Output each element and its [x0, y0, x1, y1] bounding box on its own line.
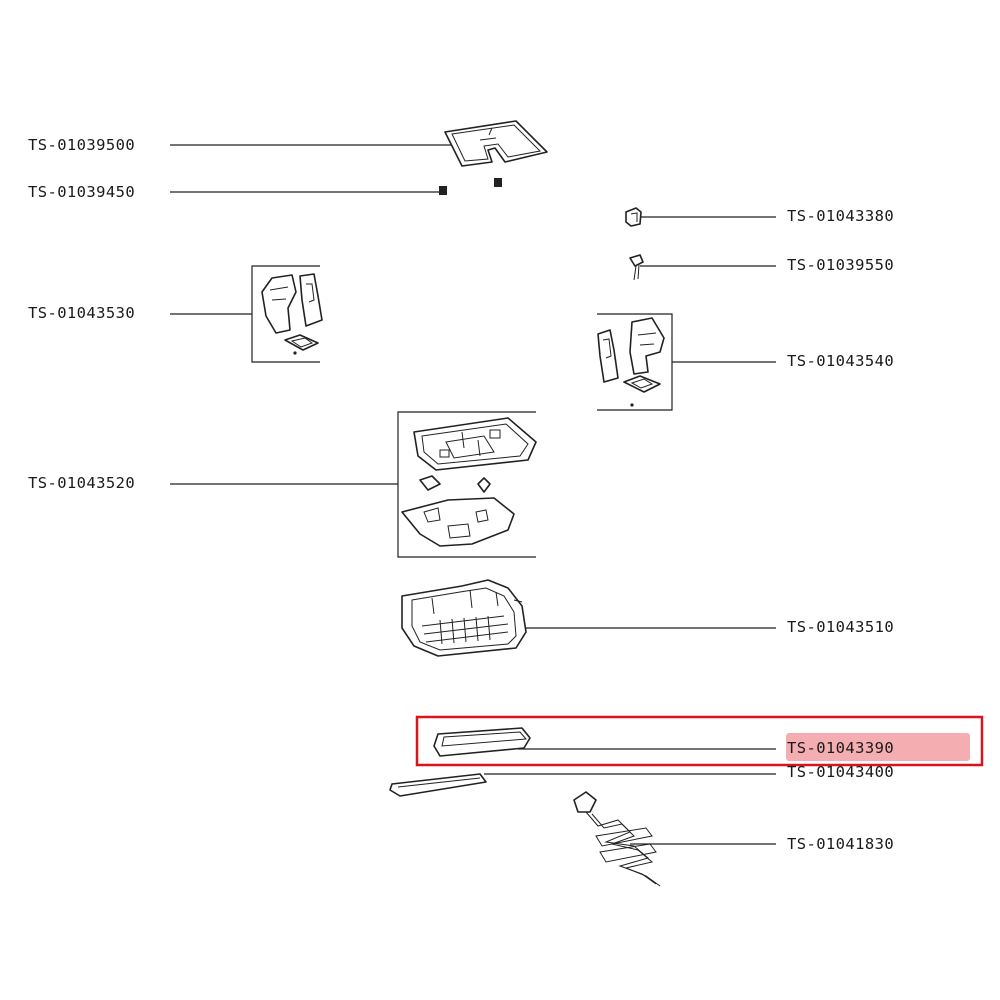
- part-code-label: TS-01041830: [787, 835, 894, 853]
- chassis-frame-icon: [401, 579, 527, 657]
- part-row-p8[interactable]: TS-01043510: [401, 579, 894, 657]
- part-code-label: TS-01043520: [28, 474, 135, 492]
- part-row-p9[interactable]: TS-01043390: [415, 715, 984, 767]
- part-row-p5[interactable]: TS-01043530: [28, 265, 323, 363]
- part-code-label: TS-01039500: [28, 136, 135, 154]
- clip-icon: [439, 178, 502, 195]
- part-row-p11[interactable]: TS-01041830: [573, 791, 894, 887]
- small-bracket-icon: [625, 207, 642, 227]
- part-row-p1[interactable]: TS-01039500: [28, 120, 548, 167]
- part-row-p7[interactable]: TS-01043520: [28, 411, 537, 558]
- spring-pin-icon: [629, 254, 644, 281]
- part-row-p10[interactable]: TS-01043400: [389, 763, 894, 797]
- part-code-label: TS-01043510: [787, 618, 894, 636]
- left-switch-assembly-icon: [261, 273, 323, 355]
- part-code-label: TS-01039550: [787, 256, 894, 274]
- part-row-p6[interactable]: TS-01043540: [597, 313, 894, 411]
- tray-handle-icon: [389, 773, 487, 797]
- selection-frame: [415, 715, 984, 767]
- heating-element-icon: [444, 120, 548, 167]
- part-code-label: TS-01043390: [787, 739, 894, 757]
- part-row-p4[interactable]: TS-01039550: [629, 254, 894, 281]
- part-code-label: TS-01043400: [787, 763, 894, 781]
- code-highlight: [786, 733, 970, 761]
- part-row-p2[interactable]: TS-01039450: [28, 178, 502, 201]
- right-switch-assembly-icon: [597, 317, 665, 407]
- power-cord-icon: [573, 791, 661, 887]
- part-row-p3[interactable]: TS-01043380: [625, 207, 894, 227]
- part-code-label: TS-01043380: [787, 207, 894, 225]
- crumb-tray-icon: [433, 727, 531, 757]
- part-code-label: TS-01043530: [28, 304, 135, 322]
- base-plate-kit-icon: [401, 417, 537, 547]
- part-code-label: TS-01043540: [787, 352, 894, 370]
- part-code-label: TS-01039450: [28, 183, 135, 201]
